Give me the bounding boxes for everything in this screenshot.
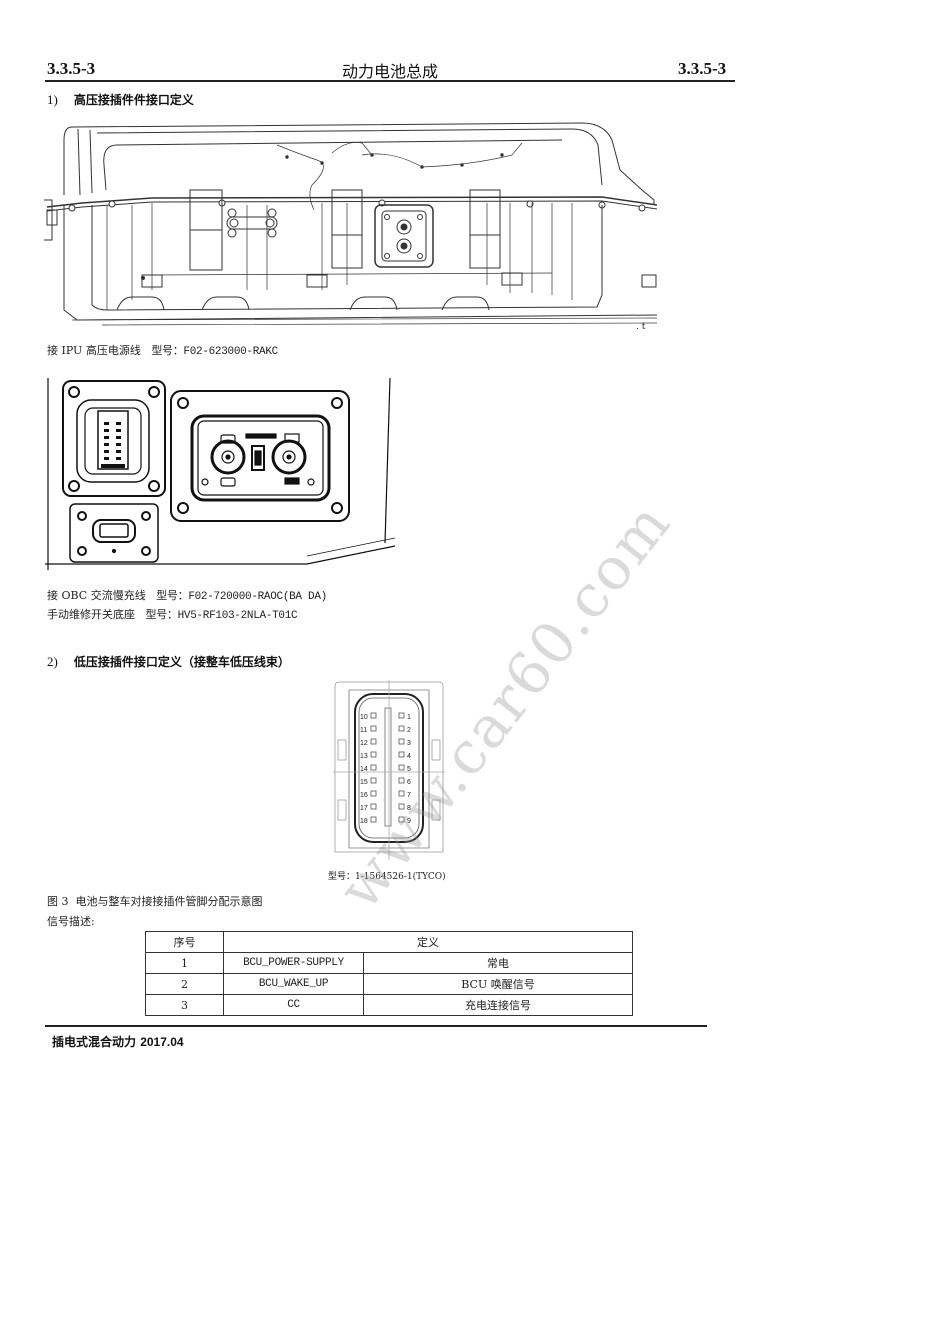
pin-label: 9 xyxy=(407,818,411,825)
signal-description-label: 信号描述: xyxy=(47,915,95,928)
header-definition: 定义 xyxy=(223,931,633,953)
pin-label: 16 xyxy=(360,792,368,799)
table-row: 2 BCU_WAKE_UP BCU 唤醒信号 xyxy=(145,973,633,995)
cell-no: 3 xyxy=(145,994,224,1016)
table-row: 1 BCU_POWER-SUPPLY 常电 xyxy=(145,952,633,974)
pin-label: 17 xyxy=(360,805,368,812)
cell-no: 1 xyxy=(145,952,224,974)
pin-label: 18 xyxy=(360,818,368,825)
obc-connector-drawing xyxy=(45,378,396,570)
pin-label: 12 xyxy=(360,740,368,747)
pin-label: 3 xyxy=(407,740,411,747)
section1-number: 1) xyxy=(47,92,58,107)
pin-label: 13 xyxy=(360,753,368,760)
pin-label: 15 xyxy=(360,779,368,786)
pin-label: 11 xyxy=(360,727,368,734)
header-rule xyxy=(45,80,735,82)
pin-label: 10 xyxy=(360,714,368,721)
table-row: 3 CC 充电连接信号 xyxy=(145,994,633,1016)
section2-number: 2) xyxy=(47,654,58,669)
cell-signal: CC xyxy=(223,994,364,1016)
pin-label: 4 xyxy=(407,753,411,760)
figure-corner-mark: . t xyxy=(636,322,646,332)
section-number-right: 3.3.5-3 xyxy=(678,59,727,78)
table-header-row: 序号 定义 xyxy=(145,931,633,953)
figure2-caption-obc: 接 OBC 交流慢充线 型号：F02-720000-RAOC(BA DA) xyxy=(47,587,327,603)
figure2-caption-msd: 手动维修开关底座 型号：HV5-RF103-2NLA-T01C xyxy=(47,606,298,622)
figure1-caption-label: 接 IPU 高压电源线 xyxy=(47,344,141,357)
pin-label: 14 xyxy=(360,766,368,773)
msd-caption-model: 型号：HV5-RF103-2NLA-T01C xyxy=(145,610,298,622)
section1-title: 高压接插件件接口定义 xyxy=(73,93,194,107)
connector-model: 型号：1-1564526-1(TYCO) xyxy=(328,872,446,882)
cell-desc: BCU 唤醒信号 xyxy=(363,973,633,995)
pin-label: 7 xyxy=(407,792,411,799)
header-no: 序号 xyxy=(145,931,224,953)
cell-desc: 充电连接信号 xyxy=(363,994,633,1016)
right-pin-labels: 1 2 3 4 5 6 7 8 9 xyxy=(407,711,411,828)
pin-label: 2 xyxy=(407,727,411,734)
cell-desc: 常电 xyxy=(363,952,633,974)
figure3-caption: 图 3 电池与整车对接接插件管脚分配示意图 xyxy=(47,895,263,908)
low-voltage-connector-drawing xyxy=(333,680,445,860)
signal-table: 序号 定义 1 BCU_POWER-SUPPLY 常电 2 BCU_WAKE_U… xyxy=(145,931,633,1016)
footer-date: 2017.04 xyxy=(140,1035,184,1049)
pin-label: 6 xyxy=(407,779,411,786)
figure1-caption: 接 IPU 高压电源线 型号：F02-623000-RAKC xyxy=(47,342,278,358)
footer-text: 插电式混合动力 xyxy=(52,1035,137,1049)
pin-label: 5 xyxy=(407,766,411,773)
figure1-caption-model: 型号：F02-623000-RAKC xyxy=(151,346,278,358)
page-title: 动力电池总成 xyxy=(341,62,438,81)
pin-label: 8 xyxy=(407,805,411,812)
section-number-left: 3.3.5-3 xyxy=(47,59,96,78)
cell-no: 2 xyxy=(145,973,224,995)
obc-caption-model: 型号：F02-720000-RAOC(BA DA) xyxy=(156,591,327,603)
left-pin-labels: 10 11 12 13 14 15 16 17 18 xyxy=(360,711,368,828)
battery-pack-drawing xyxy=(44,122,658,326)
pin-label: 1 xyxy=(407,714,411,721)
section1-heading: 1) 高压接插件件接口定义 xyxy=(47,91,194,108)
footer: 插电式混合动力 2017.04 xyxy=(52,1033,184,1050)
section2-title: 低压接插件接口定义（接整车低压线束） xyxy=(73,655,290,669)
obc-caption-label: 接 OBC 交流慢充线 xyxy=(47,589,146,602)
msd-caption-label: 手动维修开关底座 xyxy=(47,608,135,621)
section2-heading: 2) 低压接插件接口定义（接整车低压线束） xyxy=(47,653,290,670)
cell-signal: BCU_WAKE_UP xyxy=(223,973,364,995)
cell-signal: BCU_POWER-SUPPLY xyxy=(223,952,364,974)
footer-rule xyxy=(45,1025,707,1027)
